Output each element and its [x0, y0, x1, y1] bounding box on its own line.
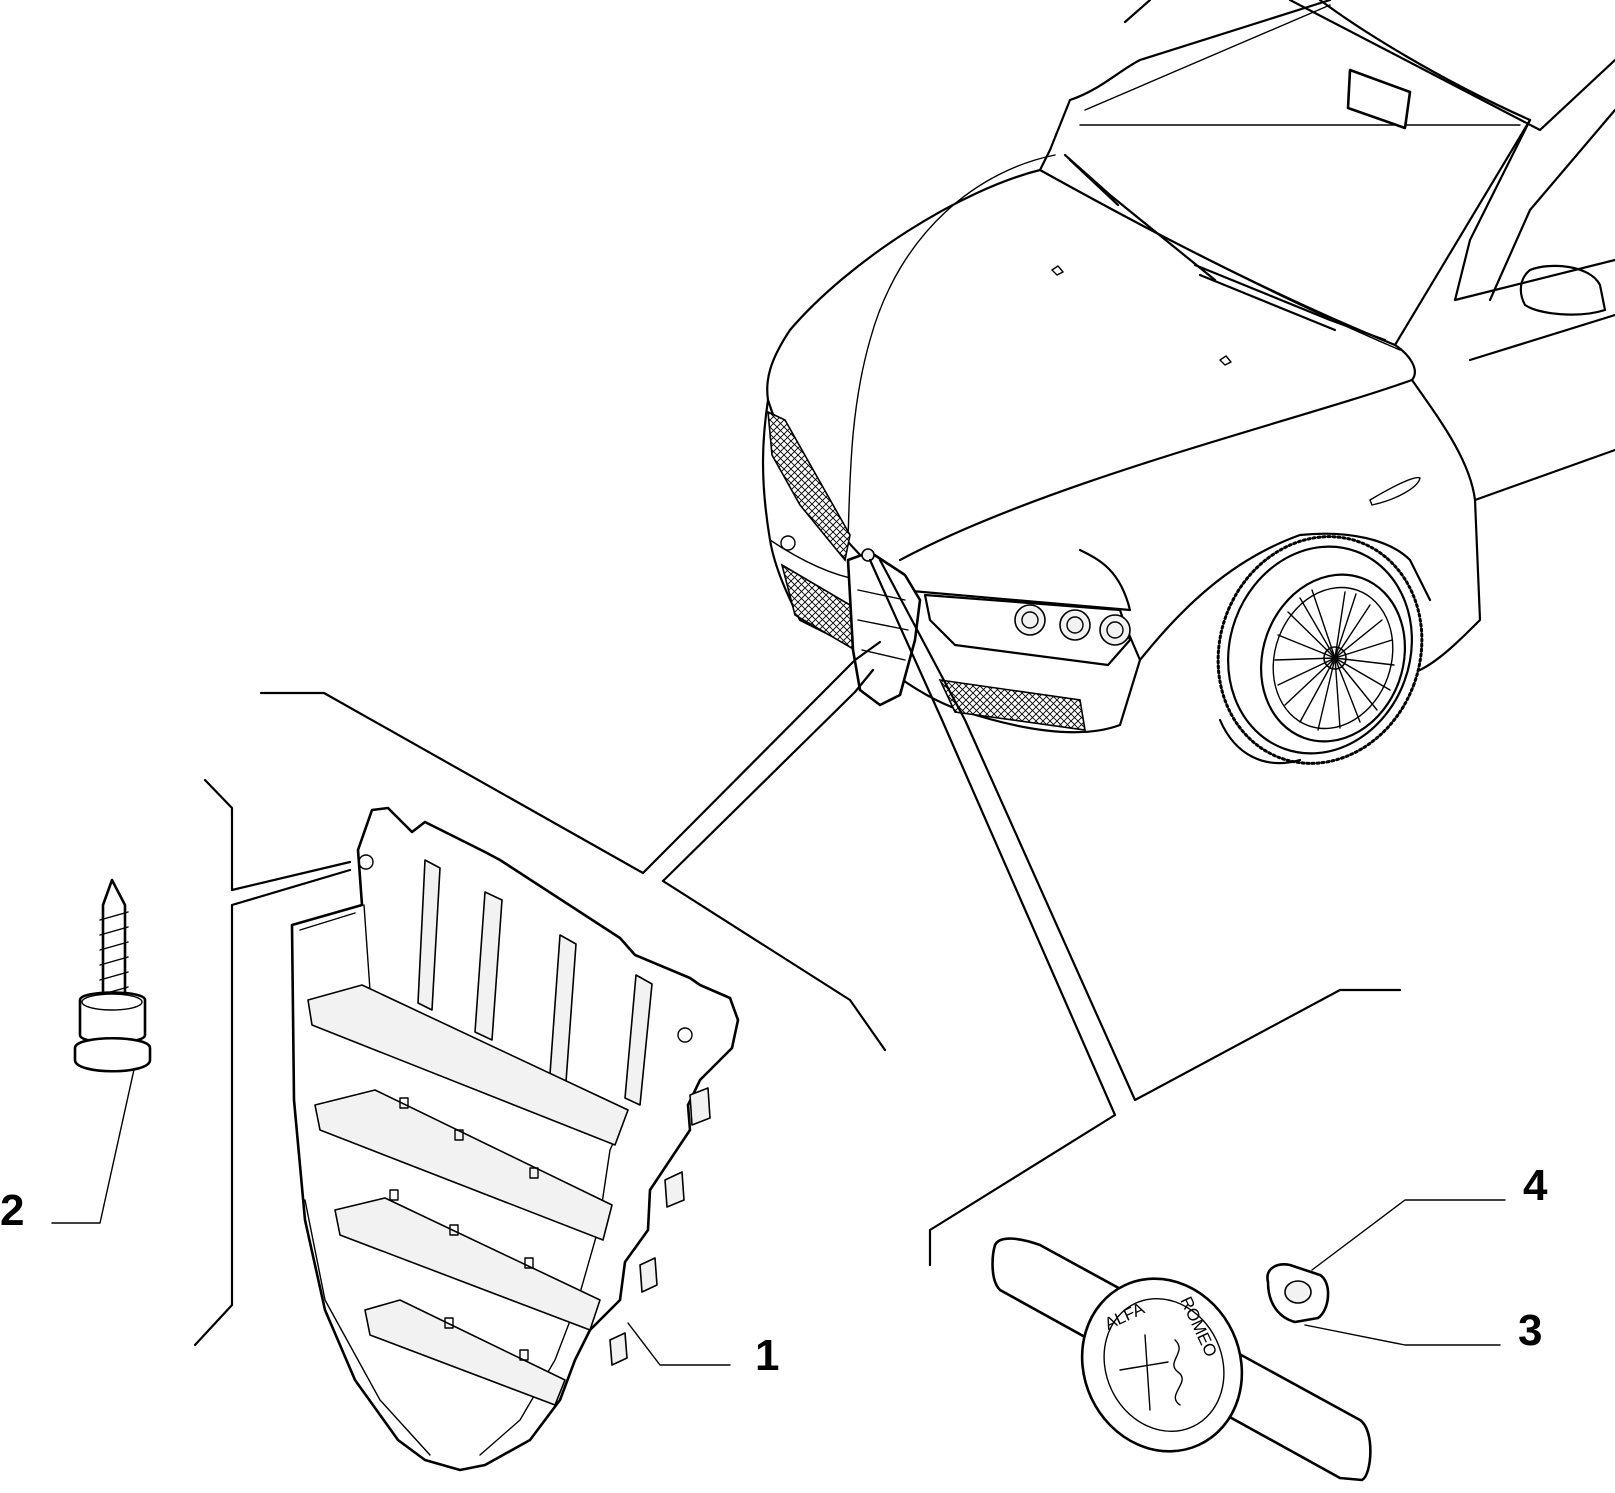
- leader-4: [1311, 1199, 1506, 1271]
- headlight-3: [1099, 614, 1131, 646]
- rearview-mirror: [1346, 68, 1412, 130]
- clip-nut-hole: [1284, 1280, 1312, 1304]
- louvre-tabs: [389, 1097, 539, 1361]
- leader-3: [1304, 1324, 1501, 1346]
- screw-bracket: [193, 778, 352, 1347]
- emblem-cross-and-serpent: [1119, 1334, 1183, 1411]
- grille-rib-2: [474, 891, 503, 1041]
- grille-bracket-bottom: [661, 668, 875, 883]
- clip-nut-part: [1266, 1263, 1330, 1324]
- callout-3: 3: [1518, 1306, 1542, 1355]
- car-illustration: [761, 0, 1615, 765]
- louvre-3: [334, 1197, 601, 1331]
- car-hood: [766, 168, 1416, 562]
- screw-head: [73, 1037, 152, 1073]
- emblem-bracket-right: [878, 558, 1402, 1102]
- callout-1: 1: [755, 1331, 779, 1380]
- headlight-1: [1014, 604, 1046, 636]
- grille-bracket-right: [661, 879, 887, 1052]
- callout-labels: 1 2 3 4: [0, 1161, 1548, 1380]
- fog-light-left: [780, 535, 796, 551]
- side-mirror: [1519, 264, 1607, 316]
- mount-hole-left: [358, 854, 374, 870]
- screw-washer: [78, 991, 147, 1044]
- wiper-right: [1193, 263, 1387, 342]
- lower-grille-center: [938, 678, 1086, 731]
- upper-grille-left: [767, 410, 851, 562]
- front-wheel: [1216, 535, 1424, 765]
- louvre-1: [307, 984, 629, 1146]
- grille-rib-4: [624, 974, 653, 1106]
- mount-hole-right: [677, 1027, 693, 1043]
- grille-bracket-top: [259, 640, 882, 875]
- car-shield-grille: [846, 550, 922, 707]
- callout-4: 4: [1523, 1161, 1548, 1210]
- louvre-4: [364, 1299, 566, 1406]
- screw-part: [73, 878, 152, 1073]
- headlight-cluster: [923, 593, 1132, 667]
- grille-side-clips: [609, 1087, 711, 1366]
- leader-2: [51, 1064, 136, 1224]
- leader-lines: [51, 558, 1506, 1366]
- emblem-part: ALFA ROMEO: [991, 1237, 1372, 1482]
- emblem-badge: [1080, 1277, 1244, 1453]
- callout-2: 2: [0, 1186, 24, 1235]
- grille-rib-1: [417, 859, 441, 1011]
- louvre-2: [314, 1089, 613, 1241]
- leader-1: [627, 1322, 731, 1366]
- lower-grille-left: [780, 563, 856, 652]
- car-roof: [1123, 0, 1615, 132]
- headlight-2: [1059, 609, 1091, 641]
- wiper-left: [1063, 153, 1217, 282]
- emblem-bracket-left: [868, 558, 1117, 1267]
- shield-grille-part: [290, 806, 740, 1472]
